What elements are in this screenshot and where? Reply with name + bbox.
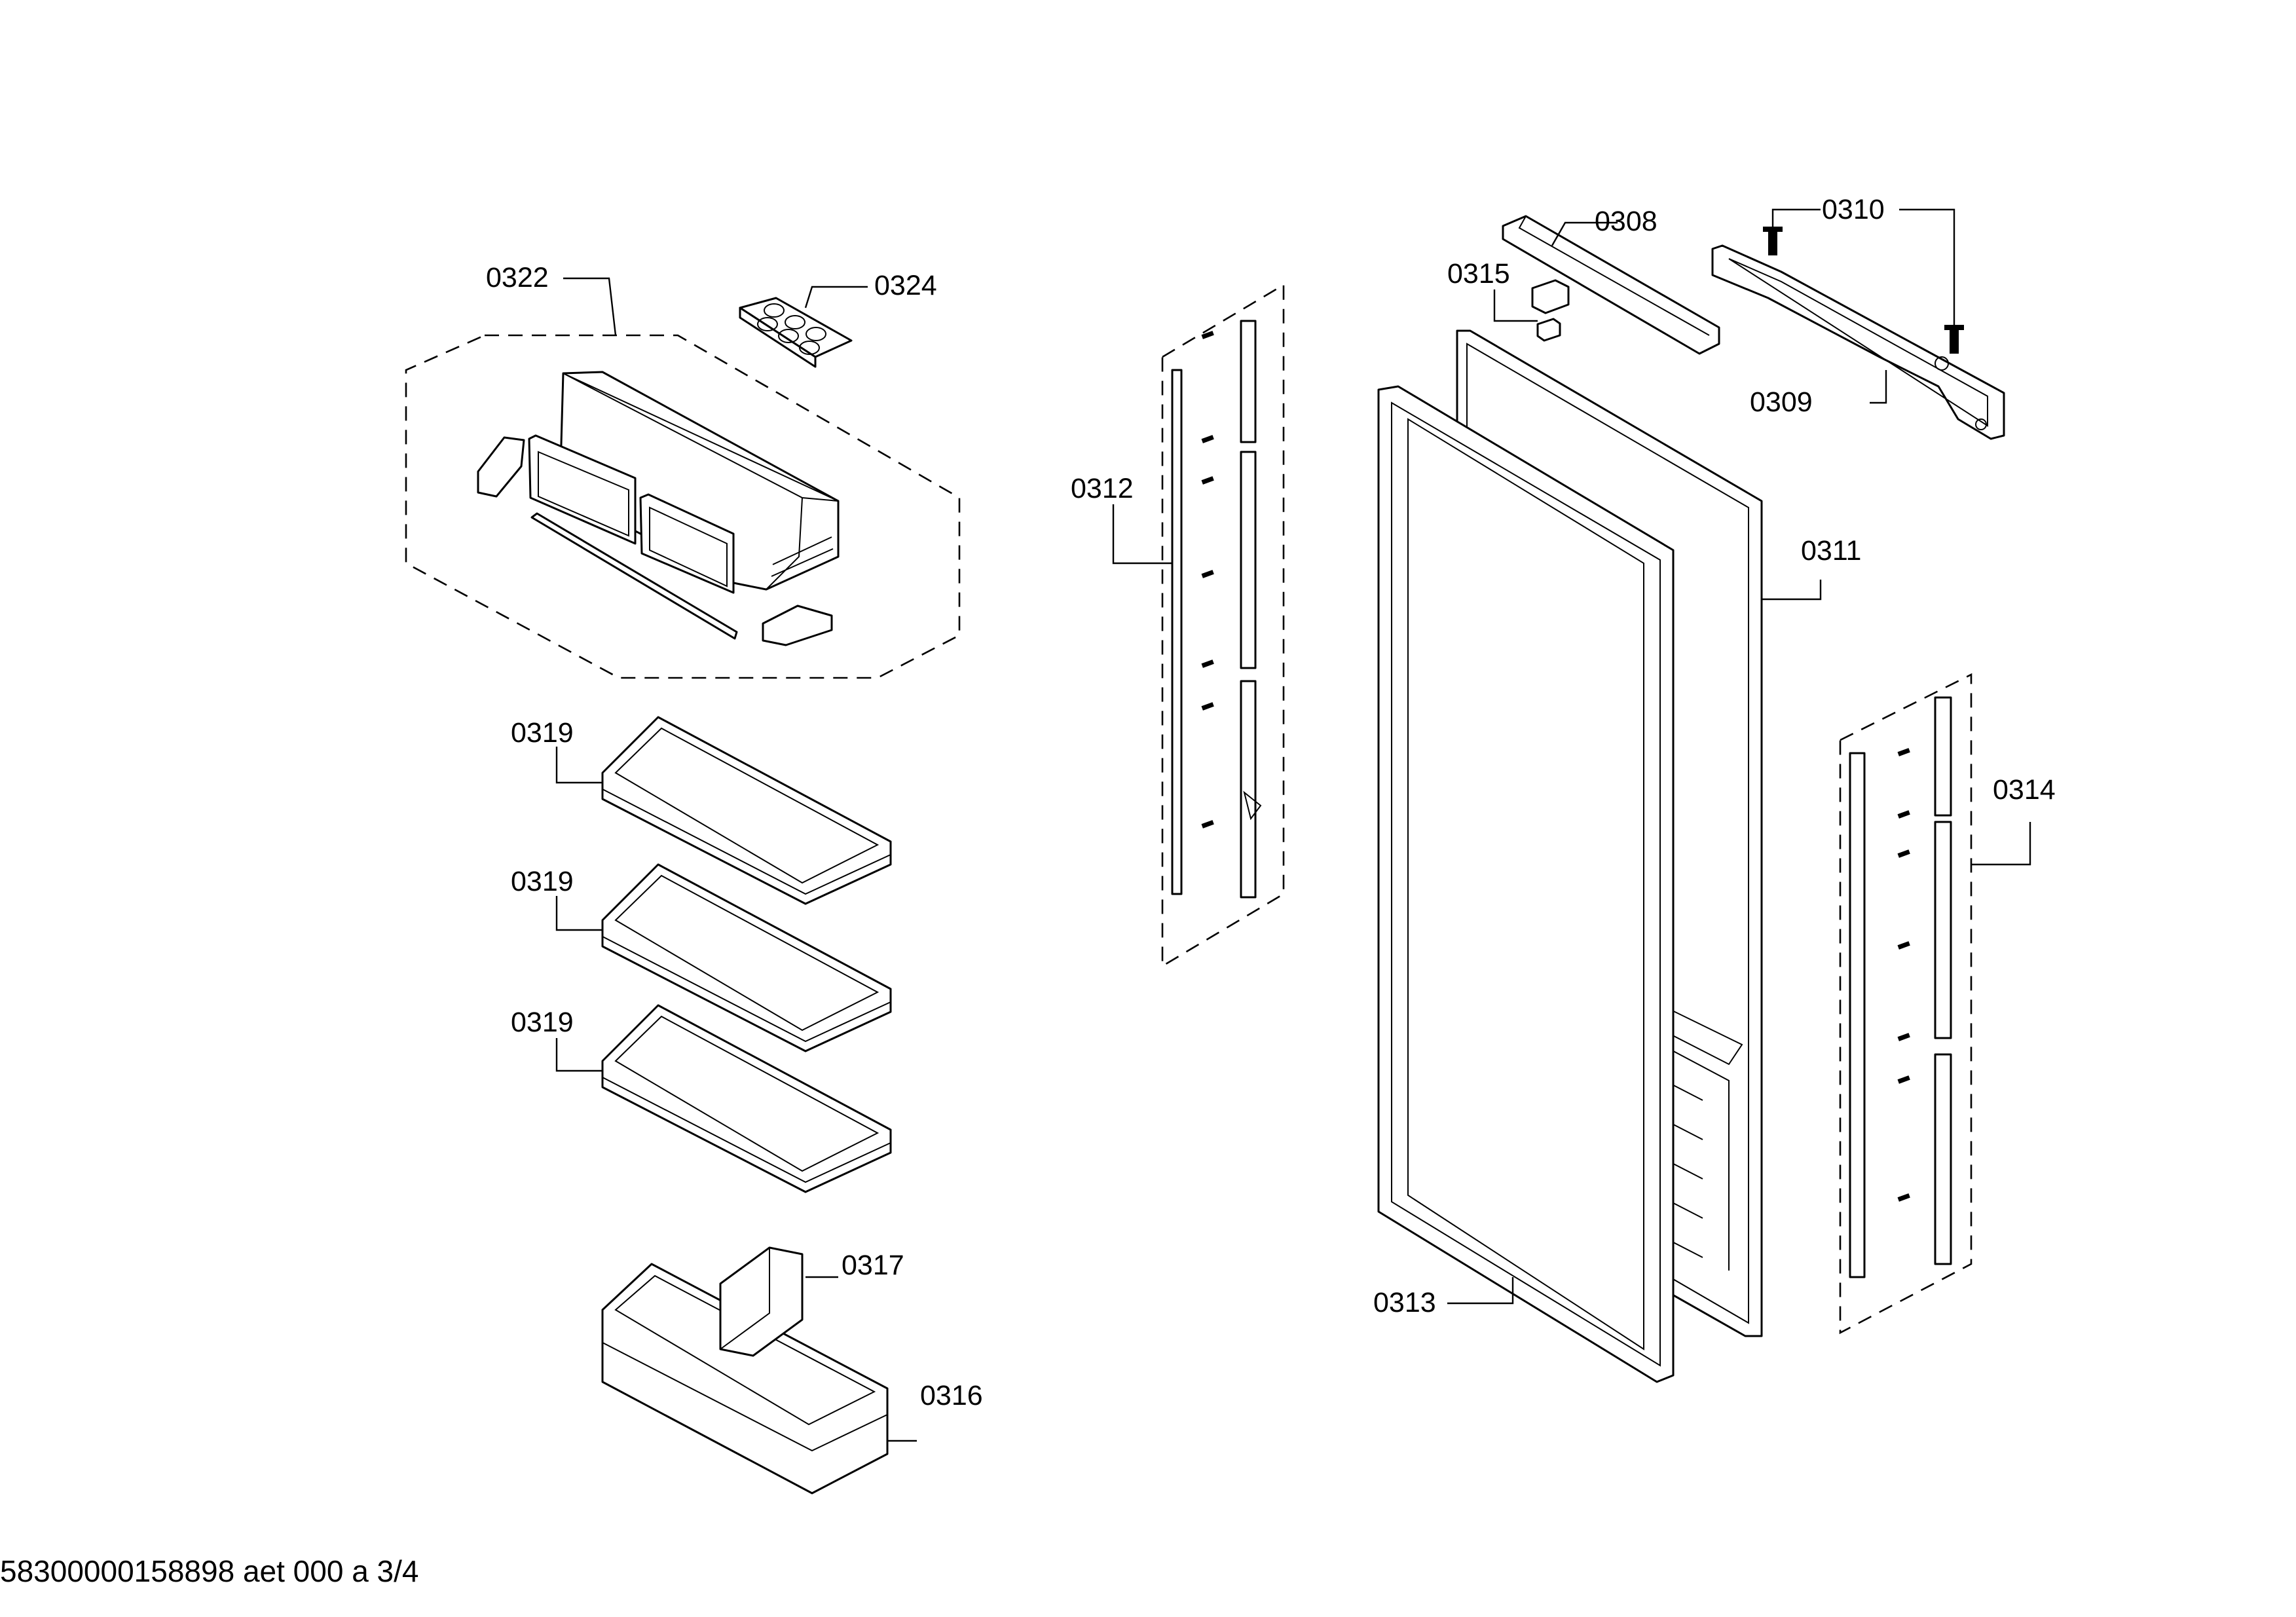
callout-0324: 0324 (874, 270, 937, 301)
leader-lines (555, 208, 2031, 1442)
part-0317 (719, 1246, 804, 1357)
callout-0311: 0311 (1801, 535, 1861, 567)
callout-0314: 0314 (1993, 774, 2056, 806)
part-0322-group (405, 334, 961, 679)
part-0319-shelf-3 (601, 1004, 892, 1193)
part-0314-group (1839, 673, 1972, 1335)
document-id: 58300000158898 aet 000 a 3/4 (0, 1554, 419, 1588)
part-0324 (739, 297, 853, 368)
part-0313 (1377, 385, 1675, 1383)
part-0316 (601, 1263, 889, 1495)
part-0308 (1502, 215, 1720, 355)
part-0309 (1711, 244, 2005, 440)
callout-0312: 0312 (1071, 473, 1134, 504)
callout-0315: 0315 (1447, 258, 1510, 289)
callout-0322: 0322 (486, 262, 549, 293)
callout-0308: 0308 (1595, 206, 1657, 237)
callout-0319-c: 0319 (511, 1007, 574, 1038)
part-0312-group (1161, 283, 1285, 968)
callout-0313: 0313 (1373, 1287, 1436, 1318)
callout-0310: 0310 (1822, 194, 1885, 225)
callout-0319-a: 0319 (511, 717, 574, 749)
part-0319-shelf-2 (601, 863, 892, 1052)
callout-0316: 0316 (920, 1380, 983, 1411)
callout-0317: 0317 (842, 1250, 904, 1281)
callout-0309: 0309 (1750, 386, 1813, 418)
part-0315 (1531, 279, 1570, 342)
callout-0319-b: 0319 (511, 866, 574, 897)
callout-labels: 0322 0324 0319 0319 0319 0317 0316 0312 … (486, 194, 2056, 1411)
part-0319-shelf-1 (601, 716, 892, 905)
